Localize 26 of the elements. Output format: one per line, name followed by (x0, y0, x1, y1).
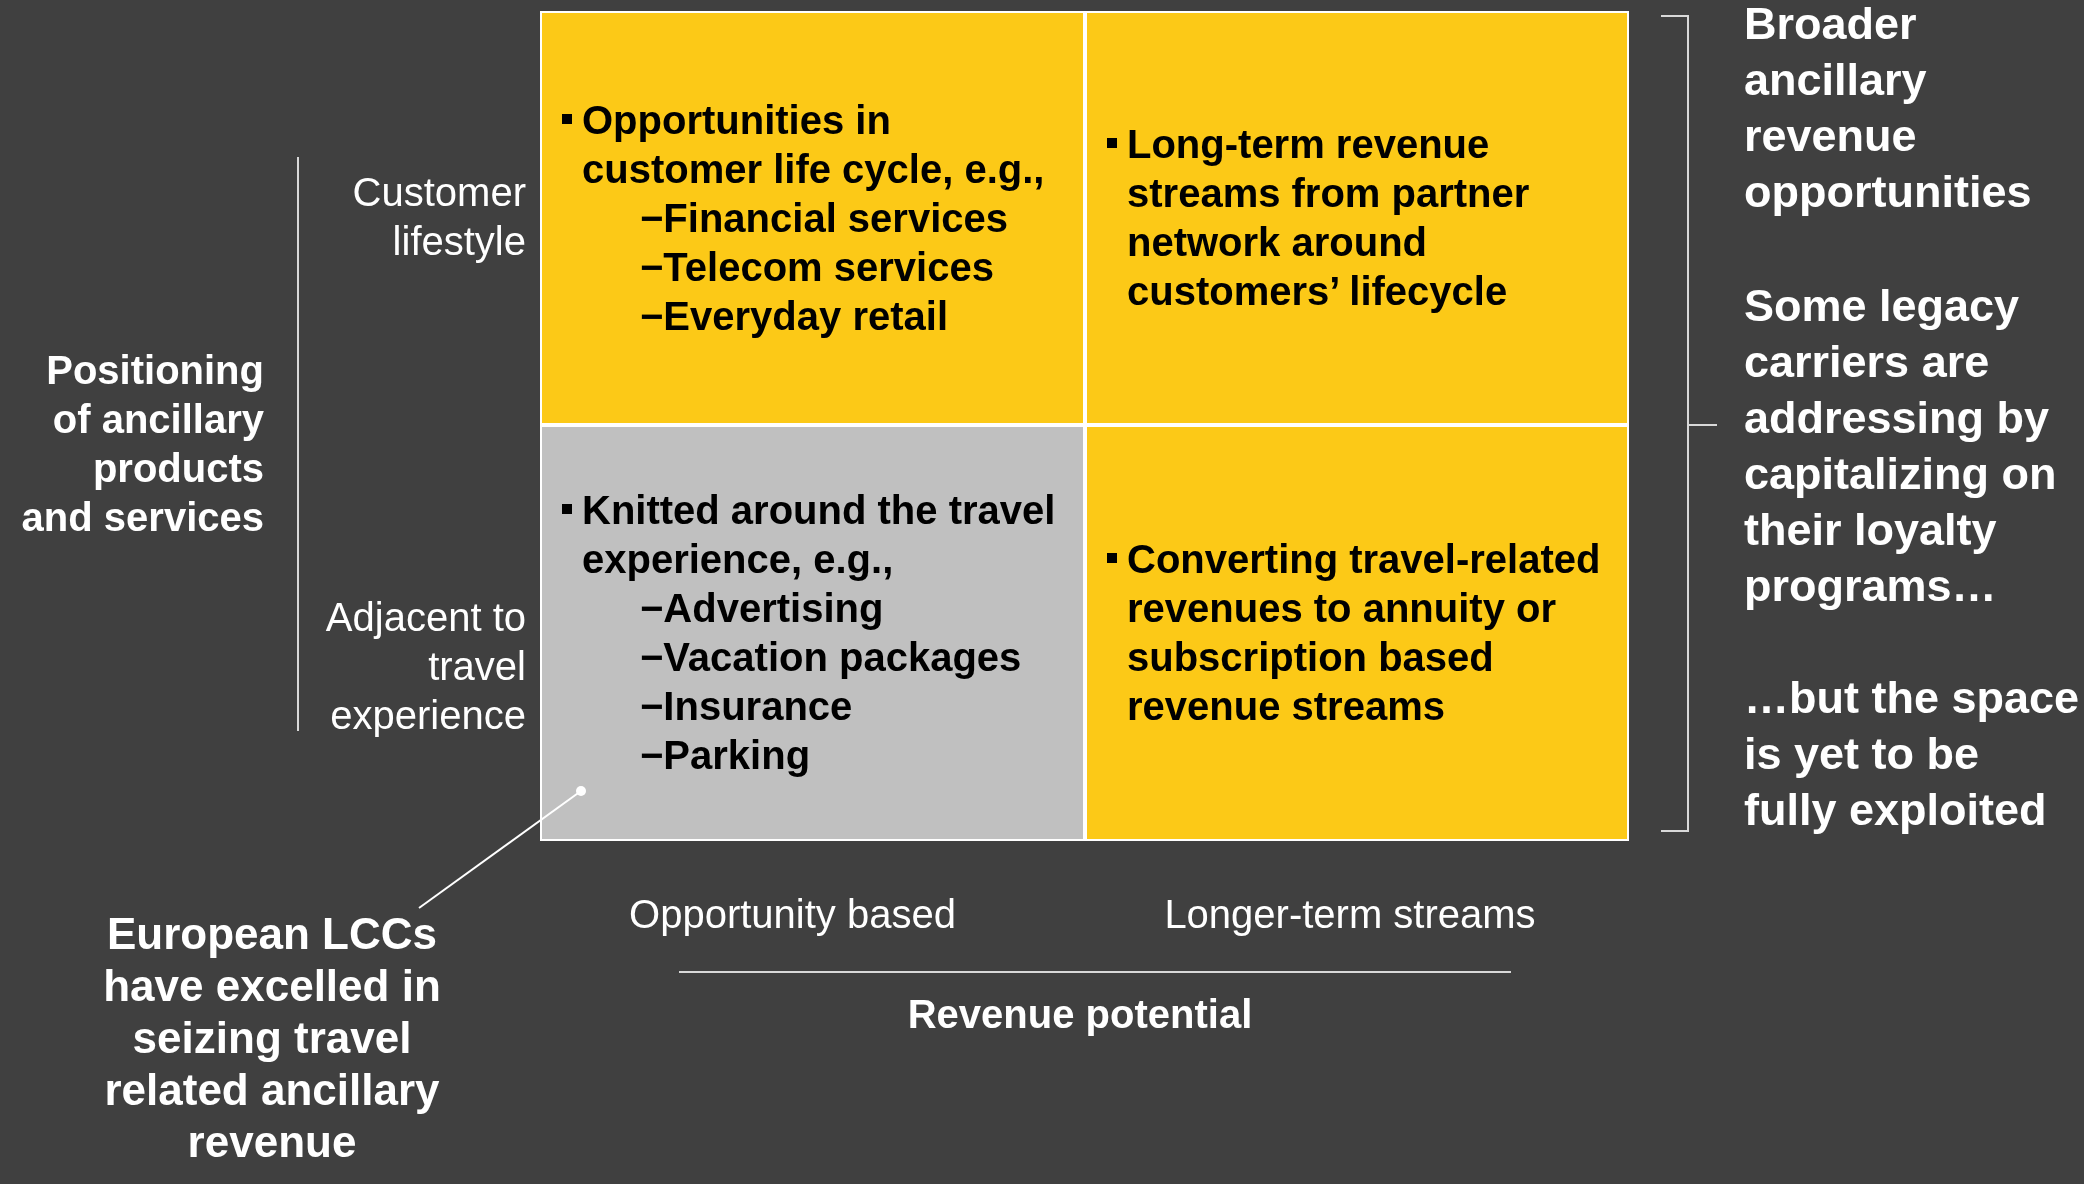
matrix-quadrant (540, 425, 1085, 841)
column-label: Opportunity based (628, 891, 957, 938)
row-label: Customer lifestyle (351, 169, 526, 265)
matrix-quadrant (1085, 425, 1629, 841)
bracket-heading: Broader ancillary revenue opportunities (1744, 0, 2033, 219)
list-item: −Financial services (639, 194, 1009, 242)
list-item: −Parking (639, 732, 812, 779)
callout-text: European LCCs have excelled in seizing travel related ancillary revenue (102, 908, 442, 1168)
matrix-quadrant (540, 11, 1085, 425)
quadrant-text: Converting travel-related revenues to annuity or subscription based revenue streams (1127, 536, 1602, 730)
axis-title: Revenue potential (906, 991, 1254, 1038)
quadrant-text: Knitted around the travel experience, e.g., (582, 487, 1057, 583)
column-label: Longer-term streams (1163, 891, 1537, 938)
matrix-quadrant (1085, 11, 1629, 425)
axis-title: Positioning of ancillary products and services (20, 347, 264, 541)
list-item: −Telecom services (639, 243, 995, 291)
quadrant-text: Long-term revenue streams from partner network around customers’ lifecycle (1127, 121, 1531, 315)
list-item: −Vacation packages (639, 634, 1023, 681)
side-note: Some legacy carriers are addressing by capitalizing on their loyalty programs… (1744, 279, 2058, 613)
list-item: −Everyday retail (639, 292, 949, 340)
quadrant-text: Opportunities in customer life cycle, e.g., (582, 96, 1046, 193)
row-label: Adjacent to travel experience (324, 594, 526, 739)
list-item: −Insurance (639, 683, 854, 730)
side-note: …but the space is yet to be fully exploited (1744, 671, 2081, 837)
leader-line (418, 786, 586, 909)
list-item: −Advertising (639, 585, 885, 632)
